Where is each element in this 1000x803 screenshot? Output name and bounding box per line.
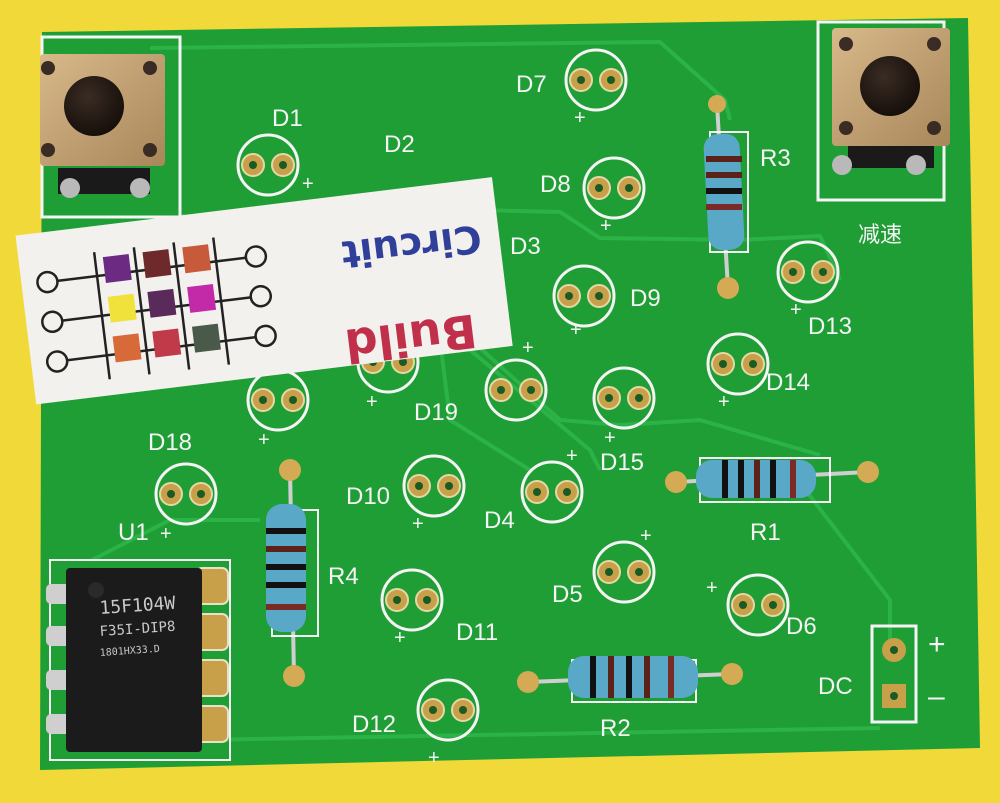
button-label-slow: 减速 — [858, 223, 902, 248]
dc-minus: – — [928, 680, 945, 713]
logo-sticker: Build Circuit — [15, 177, 513, 405]
led-d11: + D11 — [380, 568, 498, 649]
led-d18: D18 — [148, 429, 218, 526]
led-label: D3 — [510, 233, 541, 260]
label-u1: U1 — [118, 519, 149, 546]
label-r1: R1 — [750, 519, 781, 546]
led-d1: + D1 — [236, 105, 314, 197]
polarity-mark: + — [570, 319, 582, 341]
polarity-mark: + — [394, 627, 406, 649]
dc-connector — [870, 624, 918, 724]
polarity-mark: + — [522, 337, 534, 359]
polarity-mark: + — [302, 173, 314, 195]
led-d3: D3 — [510, 233, 541, 260]
polarity-mark: + — [706, 577, 718, 599]
led-label: D15 — [600, 449, 644, 476]
polarity-mark: + — [790, 299, 802, 321]
led-label: D13 — [808, 313, 852, 340]
led-d13: + D13 — [776, 240, 852, 340]
led-label: D8 — [540, 171, 571, 198]
polarity-mark: + — [718, 391, 730, 413]
led-label: D2 — [384, 131, 415, 158]
led-label: D5 — [552, 581, 583, 608]
led-d19: + D19 — [414, 337, 548, 426]
led-label: D18 — [148, 429, 192, 456]
led-label: D12 — [352, 711, 396, 738]
chip-marking-line3: 1801HX33.D — [99, 644, 160, 659]
label-dc: DC — [818, 673, 853, 700]
polarity-mark: + — [604, 427, 616, 449]
polarity-mark: + — [566, 445, 578, 467]
label-r4: R4 — [328, 563, 359, 590]
polarity-mark: + — [366, 391, 378, 413]
polarity-mark: + — [258, 429, 270, 451]
led-d2: D2 — [384, 131, 415, 158]
led-label: D10 — [346, 483, 390, 510]
tactile-button-left[interactable] — [40, 35, 182, 219]
label-r2: R2 — [600, 715, 631, 742]
led-d4: + D4 — [484, 445, 584, 534]
led-d9: + D9 — [552, 264, 661, 341]
led-label: D4 — [484, 507, 515, 534]
resistor-r3 — [703, 95, 749, 299]
led-d10: + D10 — [346, 454, 466, 535]
chip-marking-line2: F35I-DIP8 — [99, 619, 176, 640]
led-d5: + D5 — [552, 525, 656, 608]
led-label: D19 — [414, 399, 458, 426]
polarity-mark: + — [640, 525, 652, 547]
led-d8: + D8 — [540, 156, 646, 237]
dc-plus: + — [928, 628, 946, 661]
logo-color-grid — [102, 244, 221, 363]
led-d6: + D6 — [706, 573, 817, 640]
tactile-button-right[interactable] — [816, 20, 950, 202]
led-label: D11 — [456, 619, 498, 646]
led-d14: + D14 — [706, 332, 810, 413]
polarity-mark: + — [600, 215, 612, 237]
led-d15: +D15 — [592, 366, 656, 476]
led-label: D1 — [272, 105, 303, 132]
polarity-mark: + — [412, 513, 424, 535]
polarity-mark: + — [574, 107, 586, 129]
resistor-r4 — [266, 459, 319, 687]
led-d12: + D12 — [352, 678, 480, 769]
u1-plus: + — [160, 523, 172, 545]
led-label: D7 — [516, 71, 547, 98]
led-label: D14 — [766, 369, 810, 396]
led-d7: + D7 — [516, 48, 628, 129]
resistor-r2 — [517, 656, 743, 703]
polarity-mark: + — [428, 747, 440, 769]
led-label: D6 — [786, 613, 817, 640]
resistor-r1 — [665, 457, 879, 503]
led-label: D9 — [630, 285, 661, 312]
label-r3: R3 — [760, 145, 791, 172]
chip-u1: 15F104W F35I-DIP8 1801HX33.D — [46, 559, 231, 761]
